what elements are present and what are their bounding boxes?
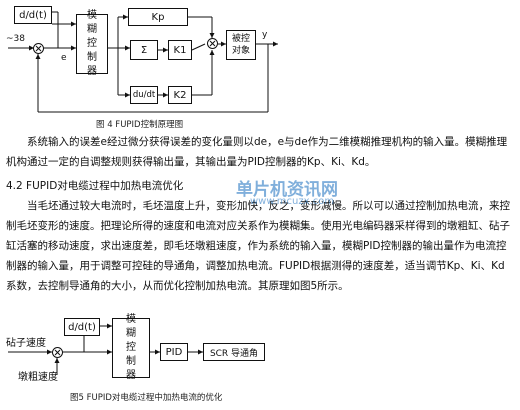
fig4-derivative-block: d/d(t) — [14, 6, 52, 24]
fig4-kp-block: Kp — [128, 8, 188, 26]
fig5-scr-angle-block: SCR 导通角 — [203, 343, 265, 361]
fig5-input-top-label: 砧子速度 — [6, 338, 46, 349]
fig4-output-label: y — [262, 30, 268, 40]
watermark-title: 单片机资讯网 — [236, 180, 338, 200]
watermark-url: www.mcuzx.com — [250, 196, 335, 207]
fig5-input-bottom-label: 墩粗速度 — [18, 372, 58, 383]
paragraph-1: 系统输入的误差e经过微分获得误差的变化量则以de，e与de作为二维模糊推理机构的… — [6, 136, 508, 168]
fig4-fuzzy-controller-block: 模 糊 控 制 器 — [76, 10, 108, 77]
fig4-differentiator-block: du/dt — [130, 86, 158, 104]
fig5-caption: 图5 FUPID对电缆过程中加热电流的优化 — [70, 393, 223, 403]
fig4-input-summing-junction — [33, 43, 44, 54]
fig4-plant-block: 被控 对象 — [226, 30, 256, 60]
fig4-input-label: ~38 — [6, 34, 25, 44]
fig4-integral-block: Σ — [130, 40, 158, 60]
fig5-summing-junction — [52, 347, 63, 358]
paragraph-2: 当毛坯通过较大电流时，毛坯温度上升，变形加快，反之，变形减慢。所以可以通过控制加… — [6, 200, 510, 292]
fig5-pid-block: PID — [160, 343, 188, 361]
fig4-k1-block: K1 — [168, 40, 192, 60]
fig4-output-summing-junction — [207, 38, 218, 49]
fig4-error-label: e — [61, 53, 67, 63]
fig5-fuzzy-controller-block: 模 糊 控 制 器 — [112, 314, 150, 381]
fig5-derivative-block: d/d(t) — [64, 318, 100, 336]
fig4-caption: 图 4 FUPID控制原理图 — [96, 120, 184, 130]
fig4-k2-block: K2 — [168, 86, 192, 104]
section-heading: 4.2 FUPID对电缆过程中加热电流优化 — [6, 180, 184, 192]
